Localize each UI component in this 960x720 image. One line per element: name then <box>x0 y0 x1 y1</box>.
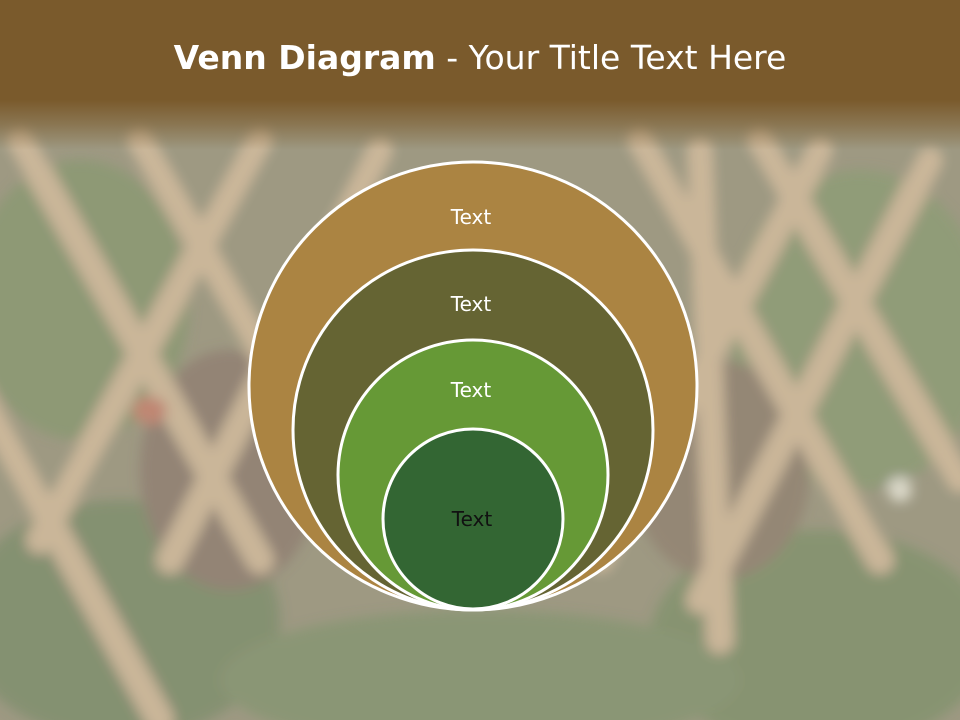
circle-1-label: Text <box>450 205 492 229</box>
circle-3-label: Text <box>450 378 492 402</box>
title-bar <box>0 0 960 150</box>
circle-4-label: Text <box>451 507 493 531</box>
slide-title: Venn Diagram - Your Title Text Here <box>0 38 960 77</box>
circle-2-label: Text <box>450 292 492 316</box>
title-rest-part: - Your Title Text Here <box>435 38 787 77</box>
circle-4-shape <box>381 427 565 611</box>
title-bold-part: Venn Diagram <box>173 38 436 77</box>
circle-4[interactable]: Text <box>381 427 565 611</box>
